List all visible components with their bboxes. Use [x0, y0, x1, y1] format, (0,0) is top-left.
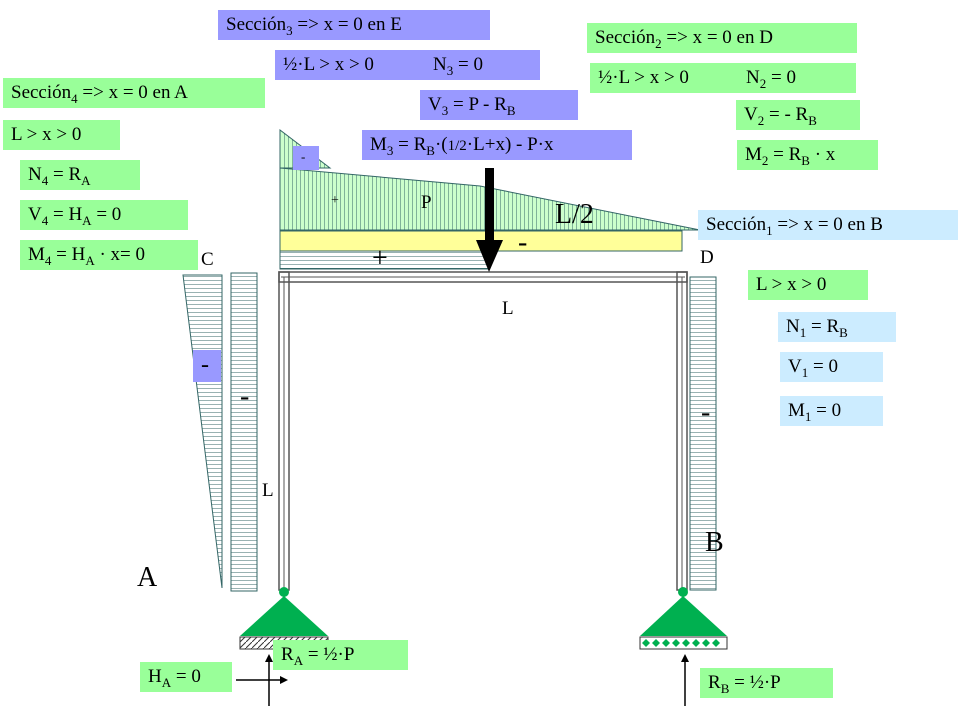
section2-normal: N2 = 0 — [738, 63, 856, 93]
load-arrow-P — [476, 168, 503, 272]
half-span-label: L/2 — [555, 199, 594, 230]
reaction-HA: HA = 0 — [140, 662, 232, 692]
section2-range: ½·L > x > 0 — [590, 63, 738, 93]
section3-moment: M3 = RB·(1/2·L+x) - P·x — [362, 130, 632, 160]
sign-right-normal: - — [701, 397, 711, 428]
section3-range: ½·L > x > 0 — [275, 50, 425, 80]
section1-title: Sección1 => x = 0 en B — [698, 210, 958, 240]
section1-range: L > x > 0 — [748, 270, 868, 300]
section4-normal: N4 = RA — [20, 160, 140, 190]
section4-title: Sección4 => x = 0 en A — [3, 78, 265, 108]
section3-normal: N3 = 0 — [425, 50, 540, 80]
section1-moment: M1 = 0 — [780, 396, 883, 426]
section4-moment: M4 = HA · x= 0 — [20, 240, 198, 270]
sign-moment-top: + — [331, 193, 339, 208]
section4-range: L > x > 0 — [3, 120, 120, 150]
column-length-label: L — [262, 480, 274, 501]
section1-shear: V1 = 0 — [780, 352, 883, 382]
point-B-label: B — [705, 527, 724, 558]
section2-shear: V2 = - RB — [736, 100, 860, 130]
section2-moment: M2 = RB · x — [737, 140, 878, 170]
span-length-label: L — [502, 298, 514, 319]
sign-shear-top: - — [293, 146, 319, 170]
section1-normal: N1 = RB — [778, 312, 896, 342]
point-A-label: A — [137, 562, 158, 593]
point-C-label: C — [201, 249, 214, 270]
load-P-label: P — [421, 192, 432, 213]
sign-beam-minus: - — [518, 227, 528, 258]
reaction-arrows — [236, 654, 689, 706]
normal-diagram-right — [689, 276, 717, 591]
sign-left-moment: - — [193, 350, 221, 382]
section2-title: Sección2 => x = 0 en D — [587, 23, 857, 53]
support-B — [639, 587, 728, 650]
section3-title: Sección3 => x = 0 en E — [218, 10, 490, 40]
point-D-label: D — [700, 247, 714, 268]
reaction-RB: RB = ½·P — [700, 668, 833, 698]
reaction-RA: RA = ½·P — [273, 640, 408, 670]
portal-frame — [278, 271, 688, 591]
sign-beam-plus: + — [372, 243, 388, 274]
normal-diagram-left — [230, 272, 258, 592]
section4-shear: V4 = HA = 0 — [20, 200, 188, 230]
moment-diagram-left — [182, 274, 223, 589]
section3-shear: V3 = P - RB — [420, 90, 578, 120]
sign-left-normal: - — [240, 381, 250, 412]
